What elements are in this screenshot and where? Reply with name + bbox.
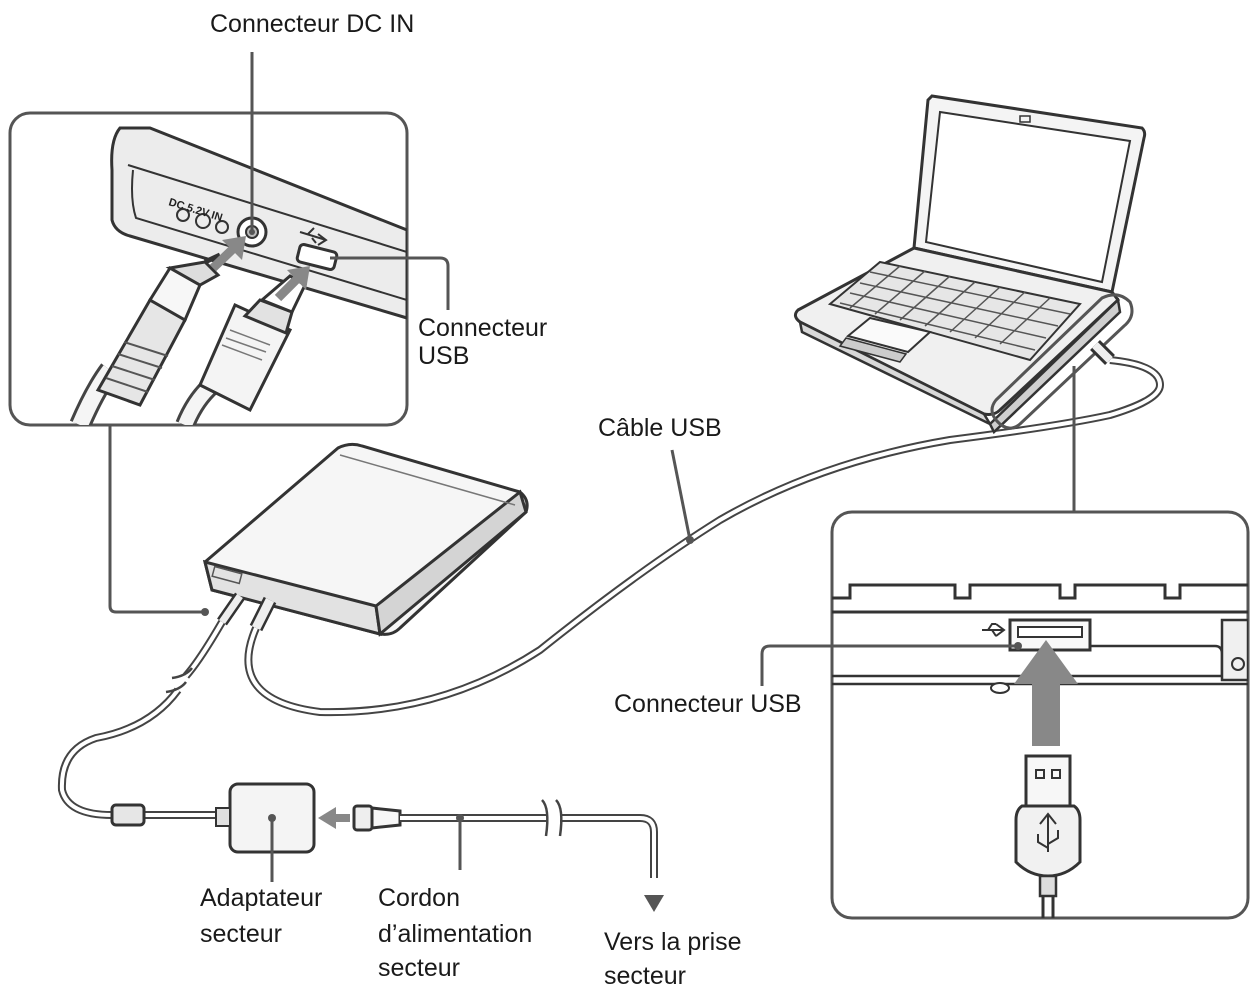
power-cord — [400, 814, 658, 878]
usb-icon — [982, 623, 1006, 637]
dc-plug — [69, 252, 222, 425]
label-ac-adapter-line2: secteur — [200, 920, 282, 948]
usb-a-plug — [1014, 754, 1082, 918]
label-drive-usb-connector-line1: Connecteur — [418, 314, 547, 342]
ferrite-core — [110, 803, 146, 827]
leader-usb-cable — [670, 449, 692, 541]
laptop-port-detail-inset — [830, 510, 1250, 920]
usb-mini-plug — [175, 274, 307, 425]
label-usb-cable: Câble USB — [598, 414, 722, 442]
dc-polarity-icon — [176, 208, 229, 234]
insert-arrow-icon — [1014, 640, 1078, 746]
power-cord-plug — [352, 804, 402, 832]
label-power-cord-line1: Cordon — [378, 884, 460, 912]
arrow-icon — [318, 807, 350, 829]
label-power-cord-line2: d’alimentation — [378, 920, 532, 948]
label-to-outlet-line1: Vers la prise — [604, 928, 742, 956]
leader-laptop-usb — [760, 644, 1018, 686]
usb-icon — [299, 227, 328, 246]
label-laptop-usb-connector: Connecteur USB — [614, 690, 802, 718]
drive-port-detail-inset — [8, 111, 409, 427]
ac-adapter — [215, 782, 316, 854]
leader-drive-usb — [330, 256, 450, 310]
drive-usb-plug — [249, 596, 277, 632]
drive-dc-plug — [217, 592, 245, 626]
external-optical-drive — [202, 442, 529, 637]
label-dc-in-connector: Connecteur DC IN — [210, 10, 414, 38]
label-power-cord-line3: secteur — [378, 954, 460, 982]
label-drive-usb-connector-line2: USB — [418, 342, 469, 370]
drive-usb-port — [295, 243, 339, 271]
label-ac-adapter-line1: Adaptateur — [200, 884, 322, 912]
laptop-port-highlight — [990, 293, 1134, 430]
label-to-outlet-line2: secteur — [604, 962, 686, 990]
leader-inset-to-drive — [108, 425, 205, 614]
laptop-computer — [793, 94, 1147, 435]
